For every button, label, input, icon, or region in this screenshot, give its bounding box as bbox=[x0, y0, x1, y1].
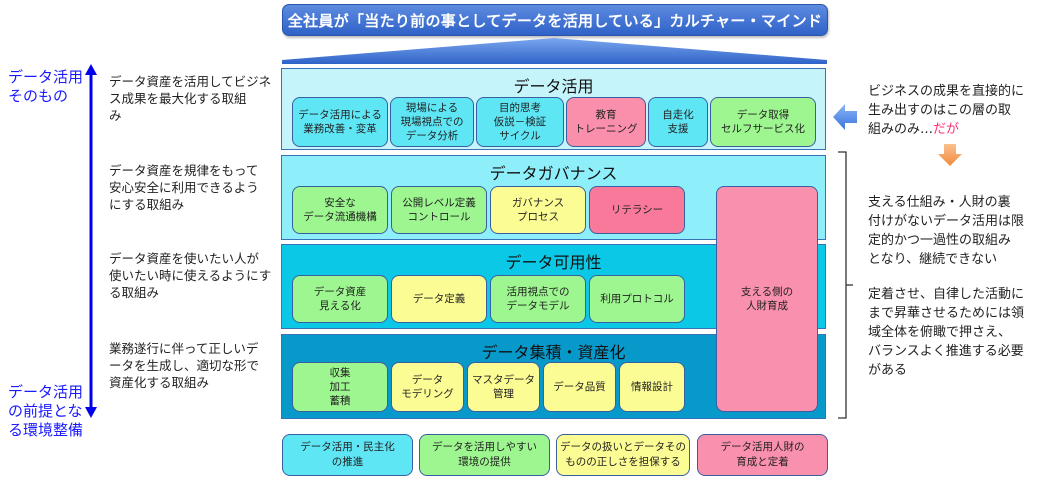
item-self-driving-support: 自走化 支援 bbox=[648, 97, 708, 147]
note-direct-results-text: ビジネスの成果を直接的に 生み出すのはこの層の取 組みのみ… bbox=[868, 84, 1025, 137]
item-governance-process: ガバナンス プロセス bbox=[490, 186, 586, 234]
item-hypothesis-cycle: 目的思考 仮説－検証 サイクル bbox=[476, 97, 564, 147]
desc-availability: データ資産を使いたい人が 使いたい時に使えるようにす る取組み bbox=[109, 251, 272, 300]
item-data-modeling: データ モデリング bbox=[391, 362, 464, 412]
item-data-quality: データ品質 bbox=[543, 362, 616, 412]
item-data-model: 活用視点での データモデル bbox=[490, 275, 586, 323]
note-but-accent: だが bbox=[933, 122, 960, 137]
desc-accumulation: 業務遂行に伴って正しいデ ータを生成し、適切な形で 資産化する取組み bbox=[109, 341, 260, 390]
layer-title: データ活用 bbox=[513, 77, 594, 96]
layer-title: データ集積・資産化 bbox=[481, 343, 626, 362]
vertical-axis-arrow-icon bbox=[85, 64, 97, 418]
item-literacy: リテラシー bbox=[589, 186, 685, 234]
axis-top-label: データ活用 そのもの bbox=[8, 68, 84, 105]
item-usage-protocol: 利用プロトコル bbox=[589, 275, 685, 323]
note-direct-results: ビジネスの成果を直接的に 生み出すのはこの層の取 組みのみ…だが bbox=[868, 82, 1040, 139]
left-arrow-icon bbox=[833, 104, 857, 130]
down-arrow-icon bbox=[938, 144, 962, 166]
desc-governance: データ資産を規律をもって 安心安全に利用できるよう にする取組み bbox=[109, 163, 259, 212]
bracket-icon bbox=[838, 151, 853, 419]
item-master-data-management: マスタデータ 管理 bbox=[467, 362, 540, 412]
item-data-definition: データ定義 bbox=[391, 275, 487, 323]
item-secure-data-distribution: 安全な データ流通機構 bbox=[292, 186, 388, 234]
item-business-improvement: データ活用による 業務改善・変革 bbox=[292, 97, 388, 147]
item-data-asset-visualization: データ資産 見える化 bbox=[292, 275, 388, 323]
roof-shape bbox=[282, 38, 827, 64]
note-balance: 定着させ、自律した活動に まで昇華させるためには領 域全体を俯瞰で押さえ、 バラ… bbox=[868, 287, 1025, 378]
goal-environment: データを活用しやすい 環境の提供 bbox=[419, 434, 550, 476]
culture-banner: 全社員が「当たり前の事としてデータを活用している」カルチャー・マインド bbox=[282, 4, 828, 36]
item-education-training: 教育 トレーニング bbox=[566, 97, 646, 147]
layer-title: データガバナンス bbox=[489, 164, 618, 183]
item-field-analysis: 現場による 現場視点での データ分析 bbox=[390, 97, 474, 147]
note-no-support: 支える仕組み・人財の裏 付けがないデータ活用は限 定的かつ一過性の取組み となり… bbox=[868, 195, 1025, 267]
goal-data-correctness: データの扱いとデータその ものの正しさを担保する bbox=[556, 434, 690, 476]
axis-bottom-label: データ活用 の前提とな る環境整備 bbox=[8, 383, 84, 439]
item-self-service: データ取得 セルフサービス化 bbox=[710, 97, 816, 147]
goal-talent: データ活用人財の 育成と定着 bbox=[697, 434, 828, 476]
item-collect-process-store: 収集 加工 蓄積 bbox=[292, 362, 388, 412]
item-public-level-control: 公開レベル定義 コントロール bbox=[391, 186, 487, 234]
item-information-design: 情報設計 bbox=[619, 362, 685, 412]
item-supporting-talent-development: 支える側の 人財育成 bbox=[716, 186, 818, 412]
desc-utilization: データ資産を活用してビジネ ス成果を最大化する取組 み bbox=[109, 74, 272, 123]
layer-title: データ可用性 bbox=[505, 253, 602, 272]
goal-democratization: データ活用・民主化 の推進 bbox=[282, 434, 413, 476]
